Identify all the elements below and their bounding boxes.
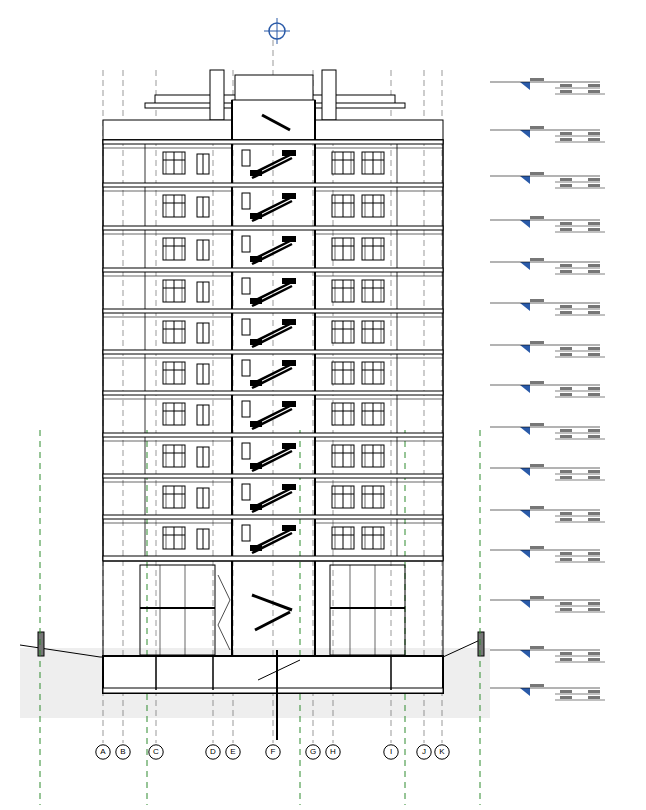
grid-label: J (422, 748, 426, 756)
grid-bubble: C (148, 744, 164, 760)
grid-label: F (271, 748, 276, 756)
grid-bubble: H (325, 744, 341, 760)
grid-bubble: F (265, 744, 281, 760)
grid-bubble: I (383, 744, 399, 760)
grid-bubble: J (416, 744, 432, 760)
grid-label: C (153, 748, 159, 756)
grid-label: K (439, 748, 444, 756)
grid-bubble: K (434, 744, 450, 760)
grid-bubble: G (305, 744, 321, 760)
grid-bubble: A (95, 744, 111, 760)
grid-bubble: B (115, 744, 131, 760)
grid-bubble: E (225, 744, 241, 760)
grid-label: A (100, 748, 105, 756)
grid-label: D (210, 748, 216, 756)
grid-label: H (330, 748, 336, 756)
grid-label: I (390, 748, 392, 756)
grid-label: B (120, 748, 125, 756)
grid-label: E (230, 748, 235, 756)
grid-label: G (310, 748, 316, 756)
grid-bubble: D (205, 744, 221, 760)
